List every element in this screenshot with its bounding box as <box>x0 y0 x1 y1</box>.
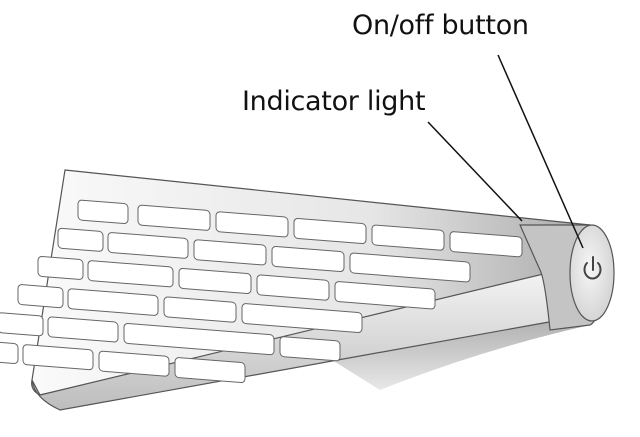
keyboard-key <box>98 350 170 377</box>
keyboard-key <box>349 252 471 283</box>
key-grid <box>0 199 523 384</box>
keyboard-key <box>137 204 211 231</box>
keyboard-key <box>17 284 64 309</box>
keyboard-key <box>371 224 445 251</box>
keyboard-key <box>37 255 84 280</box>
keyboard-key <box>22 344 94 371</box>
keyboard-key <box>293 217 367 245</box>
keyboard-key <box>57 227 104 252</box>
keyboard-key <box>67 288 159 316</box>
indicator-light-label: Indicator light <box>242 86 426 117</box>
keyboard-key <box>107 232 189 259</box>
keyboard-key <box>174 357 246 384</box>
keyboard-key <box>87 260 174 288</box>
keyboard-key <box>215 211 289 238</box>
keyboard-key <box>256 274 330 301</box>
keyboard-key <box>193 239 267 266</box>
keyboard-key <box>178 267 252 294</box>
power-icon <box>583 256 602 280</box>
keyboard-key <box>0 312 44 337</box>
keyboard-key <box>279 336 341 362</box>
keyboard-key <box>47 316 119 343</box>
callout-line-on-off <box>497 54 584 249</box>
keyboard-key <box>163 296 237 323</box>
keyboard-key <box>77 199 129 225</box>
keyboard-key <box>123 322 275 356</box>
on-off-button-label: On/off button <box>352 10 529 41</box>
keyboard-key <box>334 281 436 310</box>
on-off-button[interactable] <box>569 224 615 322</box>
keyboard-key <box>271 245 345 273</box>
keyboard-key <box>241 303 363 333</box>
keyboard-key <box>0 340 19 365</box>
keyboard-key <box>449 231 523 258</box>
callout-line-indicator <box>427 121 523 222</box>
